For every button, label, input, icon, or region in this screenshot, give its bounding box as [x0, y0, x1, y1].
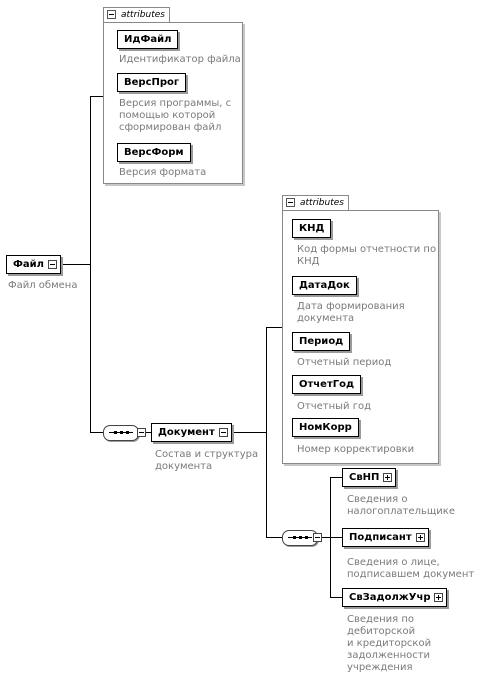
attr-idfile-desc: Идентификатор файла: [119, 54, 241, 65]
collapse-icon[interactable]: [218, 428, 228, 437]
element-svzadolzhuchr-desc: Сведения по дебиторской и кредиторской з…: [347, 614, 432, 673]
attr-versform[interactable]: ВерсФорм: [117, 143, 191, 162]
attr-otchetgod[interactable]: ОтчетГод: [292, 375, 362, 394]
element-document-desc: Состав и структура документа: [155, 449, 259, 472]
root-node-file[interactable]: Файл: [6, 255, 61, 274]
attr-datadok[interactable]: ДатаДок: [292, 276, 357, 295]
attr-period[interactable]: Период: [292, 332, 351, 351]
element-document[interactable]: Документ: [151, 423, 232, 442]
attr-datadok-desc: Дата формирования документа: [297, 301, 405, 324]
expand-icon[interactable]: [415, 533, 425, 542]
root-attributes-tab[interactable]: attributes: [103, 7, 170, 23]
collapse-icon[interactable]: [48, 260, 57, 269]
element-podpisant-desc: Сведения о лице, подписавшем документ: [347, 557, 475, 580]
element-podpisant[interactable]: Подписант: [342, 528, 429, 547]
attr-period-desc: Отчетный период: [297, 357, 392, 368]
document-attributes-title: attributes: [300, 198, 344, 208]
attr-nomkorr[interactable]: НомКорр: [292, 418, 359, 437]
element-svnp-desc: Сведения о налогоплательщике: [347, 494, 455, 517]
attr-idfile[interactable]: ИдФайл: [117, 30, 179, 49]
element-svzadolzhuchr[interactable]: СвЗадолжУчр: [342, 588, 448, 607]
attr-nomkorr-desc: Номер корректировки: [297, 444, 415, 455]
sequence-compositor-icon[interactable]: [103, 425, 139, 441]
document-attributes-tab[interactable]: attributes: [282, 195, 349, 211]
attr-versform-desc: Версия формата: [119, 167, 207, 178]
root-node-desc: Файл обмена: [8, 280, 78, 291]
collapse-icon[interactable]: [107, 10, 116, 19]
expand-icon[interactable]: [434, 593, 444, 602]
attr-knd[interactable]: КНД: [292, 219, 332, 238]
collapse-icon[interactable]: [313, 533, 322, 542]
root-attributes-title: attributes: [121, 10, 165, 20]
collapse-icon[interactable]: [286, 198, 295, 207]
expand-icon[interactable]: [383, 473, 393, 482]
attr-otchetgod-desc: Отчетный год: [297, 401, 371, 412]
attr-knd-desc: Код формы отчетности по КНД: [297, 244, 437, 267]
collapse-icon[interactable]: [137, 428, 146, 437]
attr-versprog-desc: Версия программы, с помощью которой сфор…: [119, 98, 232, 133]
attr-versprog[interactable]: ВерсПрог: [117, 73, 187, 92]
element-svnp[interactable]: СвНП: [342, 468, 397, 487]
